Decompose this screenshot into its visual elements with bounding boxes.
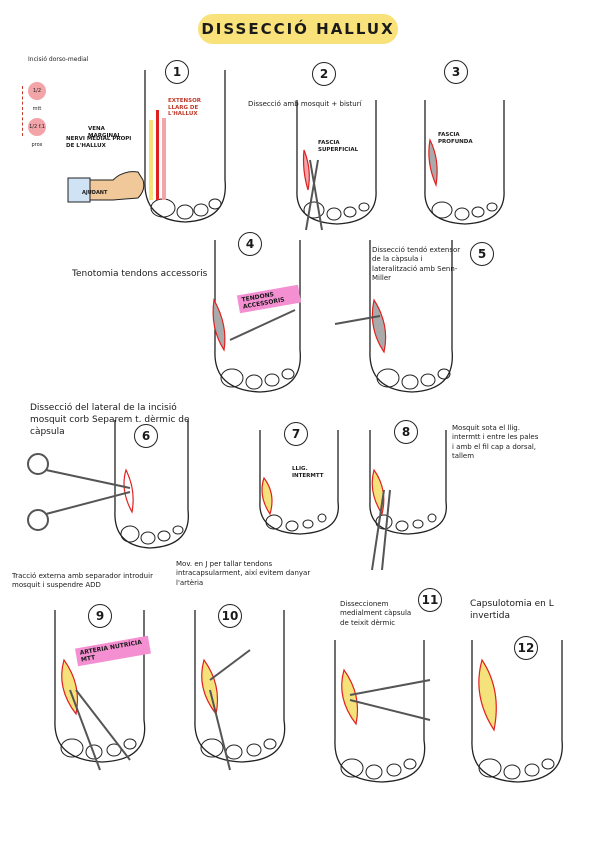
step-9-diagram — [54, 610, 146, 771]
step-3-diagram — [424, 100, 505, 225]
mark-top: 1/2 mtt — [28, 82, 46, 112]
step-9-badge: 9 — [88, 604, 112, 628]
step-8-diagram — [369, 430, 447, 571]
step-12-diagram — [471, 640, 563, 783]
step-4-badge: 4 — [238, 232, 262, 256]
step-11-note: Disseccionem medialment càpsula de teixi… — [340, 600, 412, 627]
step-10-diagram — [194, 610, 286, 771]
step-2-label: FASCIA SUPERFICIAL — [318, 140, 359, 153]
step-12-note: Capsulotomia en L invertida — [470, 599, 554, 622]
step-10-note: Mov. en J per tallar tendons intracapsul… — [176, 560, 311, 587]
step-11-badge: 11 — [418, 588, 442, 612]
step-6-diagram — [27, 420, 189, 549]
incision-ruler — [22, 86, 25, 136]
step-6-badge: 6 — [134, 424, 158, 448]
step-3-label: FASCIA PROFUNDA — [438, 132, 473, 145]
step-8-badge: 8 — [394, 420, 418, 444]
step-11-diagram — [334, 640, 431, 783]
step-1-label-extensor: EXTENSOR LLARG DE L'HALLUX — [168, 98, 201, 118]
step-8-note: Mosquit sota el llig. intermtt i entre l… — [452, 424, 539, 461]
step-7-diagram — [259, 430, 339, 535]
page-title: DISSECCIÓ HALLUX — [201, 20, 395, 38]
step-2-diagram — [296, 100, 377, 231]
assistant-hand — [67, 171, 145, 203]
step-2-note: Dissecció amb mosquit + bisturí — [248, 100, 362, 108]
step-5-diagram — [334, 240, 453, 393]
step-7-badge: 7 — [284, 422, 308, 446]
step-3-badge: 3 — [444, 60, 468, 84]
step-1-label-vena: VENA MARGINAL — [88, 126, 121, 139]
step-1-badge: 1 — [165, 60, 189, 84]
step-5-badge: 5 — [470, 242, 494, 266]
step-4-diagram — [212, 240, 301, 393]
step-10-badge: 10 — [218, 604, 242, 628]
title-banner: DISSECCIÓ HALLUX — [198, 14, 398, 44]
step-4-note: Tenotomia tendons accessoris — [72, 269, 208, 279]
step-7-label: LLIG. INTERMTT — [292, 466, 324, 479]
step-1-diagram — [144, 70, 226, 223]
step-12-badge: 12 — [514, 636, 538, 660]
step-6-note: Dissecció del lateral de la incisió mosq… — [30, 403, 190, 438]
step-9-note: Tracció externa amb separador introduir … — [12, 572, 153, 590]
header-note: Incisió dorso-medial — [28, 56, 89, 63]
hand-label: AJUDANT — [82, 190, 108, 196]
step-5-note: Dissecció tendó extensor de la càpsula i… — [372, 246, 461, 283]
step-1-label-nervi: NERVI MEDIAL PROPI DE L'HALLUX — [66, 136, 132, 149]
step-2-badge: 2 — [312, 62, 336, 86]
mark-bottom: 1/2 f.1 prox — [28, 118, 46, 148]
